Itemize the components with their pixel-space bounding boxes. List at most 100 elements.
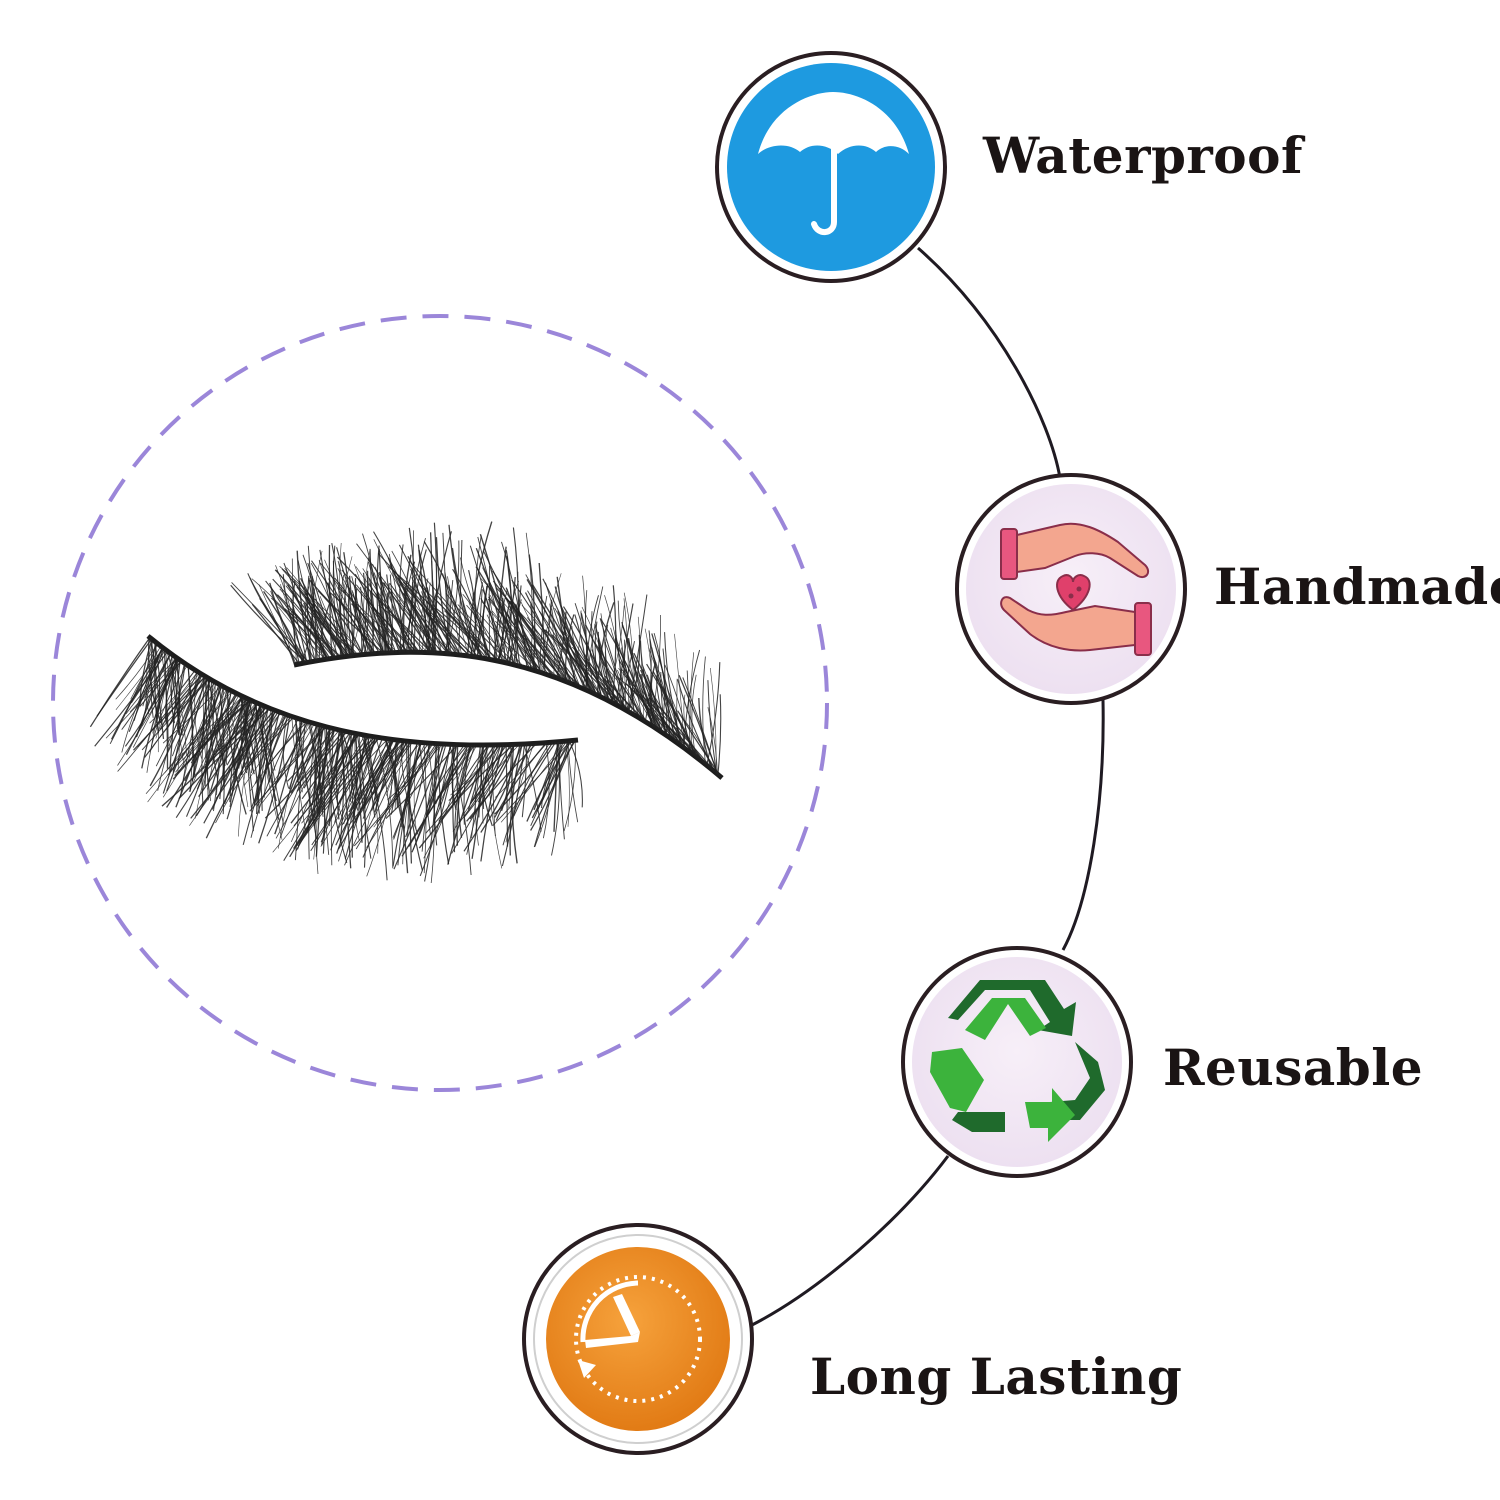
lash-strand	[678, 675, 719, 775]
lash-strand	[294, 717, 318, 840]
lash-strand	[446, 540, 460, 654]
lash-strand	[563, 740, 576, 832]
lash-strand	[428, 588, 439, 653]
lash-strand	[351, 603, 394, 653]
lash-strand	[558, 741, 565, 840]
lash-strand	[105, 658, 178, 739]
lash-strand	[448, 524, 477, 658]
lash-strand	[717, 694, 722, 775]
lash-strand	[257, 711, 280, 800]
lash-strand	[355, 584, 397, 653]
lash-strand	[366, 742, 426, 848]
lash-strand	[530, 604, 541, 673]
lash-strand	[531, 739, 576, 819]
lash-strand	[454, 744, 490, 799]
lash-strand	[334, 556, 353, 659]
lash-strand	[361, 734, 388, 881]
lash-strand	[332, 560, 353, 656]
lash-strand	[204, 681, 215, 787]
lash-strand	[677, 679, 716, 773]
lash-strand	[653, 632, 668, 736]
lash-strand	[495, 587, 582, 688]
lash-strand	[477, 536, 511, 665]
lash-strand	[621, 624, 658, 730]
lash-strand	[402, 554, 412, 653]
lash-strand	[166, 679, 211, 792]
lash-strand	[283, 602, 322, 661]
lash-strand	[198, 706, 267, 797]
lash-strand	[289, 735, 370, 858]
lash-strand	[163, 648, 169, 769]
lash-strand	[480, 578, 567, 682]
lash-strand	[429, 532, 436, 653]
lash-strand	[266, 729, 340, 837]
lash-strand	[449, 580, 454, 655]
lash-strand	[385, 742, 422, 796]
lash-strand	[466, 744, 498, 855]
lash-strand	[533, 741, 560, 811]
lash-strand	[249, 577, 310, 663]
lash-strand	[162, 688, 228, 798]
lash-strand	[620, 668, 655, 728]
lash-strand	[399, 588, 434, 653]
lash-strand	[447, 744, 490, 865]
lash-strand	[408, 527, 416, 653]
handmade-label: Handmade	[1214, 557, 1500, 616]
lash-strand	[284, 568, 365, 655]
lash-strand	[419, 578, 429, 653]
lash-strand	[594, 624, 617, 705]
lash-strand	[667, 689, 685, 749]
lash-strand	[480, 744, 504, 862]
lash-strand	[458, 539, 463, 655]
lash-strand	[185, 688, 228, 817]
lash-strand	[568, 740, 583, 808]
lash-strand	[343, 733, 356, 825]
lash-strand	[521, 604, 596, 695]
lash-strand	[528, 554, 536, 671]
lash-strand	[240, 705, 264, 776]
lash-strand	[374, 566, 389, 653]
lash-strand	[210, 680, 226, 766]
lash-strand	[318, 600, 331, 661]
lash-strand	[361, 570, 369, 655]
lash-strand	[532, 584, 597, 695]
lash-strand	[482, 550, 537, 671]
lash-strand	[251, 714, 287, 808]
lash-strand	[469, 545, 503, 663]
lash-strand	[296, 550, 311, 663]
lash-strand	[456, 744, 463, 838]
lash-strand	[706, 662, 721, 766]
lash-strand	[452, 568, 491, 660]
lash-strand	[480, 744, 521, 833]
lash-strand	[437, 595, 502, 663]
lash-strand	[677, 710, 722, 778]
lash-strand	[574, 614, 589, 691]
lash-strand	[391, 550, 435, 654]
lash-strand	[341, 730, 363, 843]
lash-strand	[133, 647, 163, 721]
lash-strand	[157, 671, 198, 791]
lash-strand	[562, 606, 615, 704]
lash-strand	[172, 674, 203, 773]
lash-strand	[513, 615, 543, 674]
lash-strand	[310, 562, 348, 657]
lash-strand	[406, 530, 414, 653]
lash-strand	[190, 693, 239, 764]
lash-strand	[423, 742, 427, 874]
lash-strand	[434, 606, 488, 660]
lash-strand	[314, 724, 319, 875]
lash-strand	[169, 663, 186, 724]
lash-strand	[155, 670, 196, 739]
lash-strand	[497, 587, 505, 662]
lash-strand	[417, 544, 429, 653]
lash-strand	[419, 742, 431, 835]
lash-strand	[89, 637, 151, 728]
lash-strand	[269, 582, 305, 664]
lash-strand	[162, 685, 222, 744]
lash-strand	[125, 657, 177, 755]
lash-strand	[177, 663, 186, 735]
lash-strand	[150, 638, 165, 739]
lash-strand	[390, 589, 419, 653]
lash-strand	[400, 743, 432, 828]
lash-strand	[623, 674, 679, 744]
